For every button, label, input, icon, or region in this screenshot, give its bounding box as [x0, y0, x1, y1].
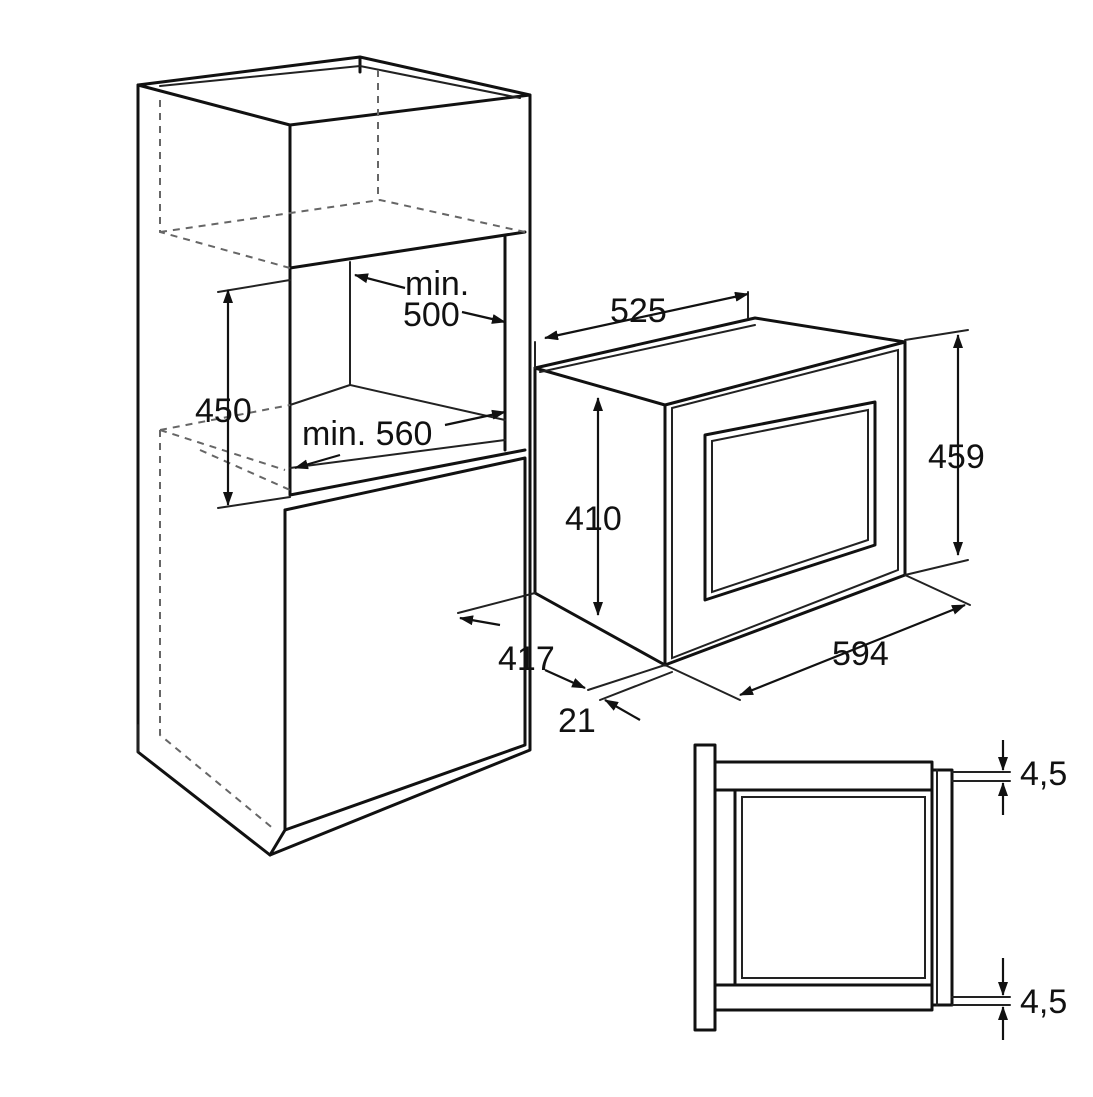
oven-height-label: 410 [565, 500, 622, 538]
oven-dimensions [457, 291, 971, 721]
gap-bottom-label: 4,5 [1020, 983, 1067, 1021]
depth-top-label: 525 [610, 292, 667, 330]
front-width-label: 594 [832, 635, 889, 673]
cabinet-dimensions [217, 273, 506, 509]
front-thickness-label: 21 [558, 702, 596, 740]
tall-cabinet [136, 55, 532, 857]
min-500-label-line2: 500 [403, 296, 460, 334]
oven-body [533, 316, 907, 667]
section-view [693, 740, 1011, 1040]
side-depth-label: 417 [498, 640, 555, 678]
gap-top-label: 4,5 [1020, 755, 1067, 793]
min-560-label: min. 560 [302, 415, 432, 453]
front-height-label: 459 [928, 438, 985, 476]
cabinet-height-label: 450 [195, 392, 252, 430]
min-500-label-line1: min. [405, 265, 469, 303]
